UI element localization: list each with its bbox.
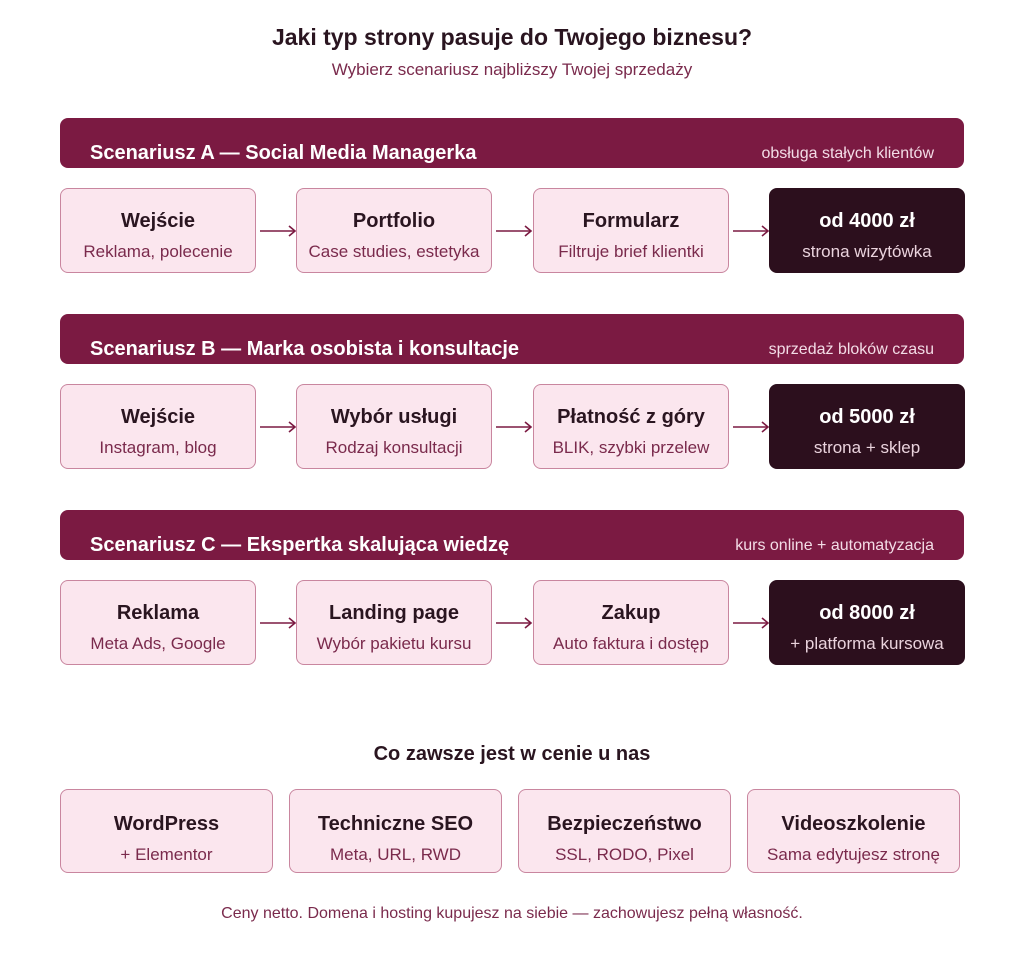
step-service-choice: Wybór usługi Rodzaj konsultacji (296, 384, 492, 469)
step-subtitle: Meta Ads, Google (90, 634, 226, 653)
scenario-header: Scenariusz A — Social Media Managerka ob… (60, 118, 964, 168)
feature-subtitle: Meta, URL, RWD (330, 845, 461, 864)
step-subtitle: Filtruje brief klientki (558, 242, 704, 261)
step-subtitle: Auto faktura i dostęp (553, 634, 709, 653)
step-subtitle: Wybór pakietu kursu (316, 634, 472, 653)
step-title: Formularz (582, 210, 680, 232)
scenario-title: Scenariusz C — Ekspertka skalująca wiedz… (90, 534, 510, 556)
step-payment: Płatność z góry BLIK, szybki przelew (533, 384, 729, 469)
step-entry: Wejście Reklama, polecenie (60, 188, 256, 273)
step-form: Formularz Filtruje brief klientki (533, 188, 729, 273)
arrow-right-icon (260, 225, 297, 237)
step-portfolio: Portfolio Case studies, estetyka (296, 188, 492, 273)
price-label: od 5000 zł (819, 406, 915, 428)
scenario-tag: kurs online + automatyzacja (735, 537, 934, 554)
step-title: Wejście (120, 406, 196, 428)
arrow-right-icon (496, 421, 533, 433)
feature-card: Techniczne SEO Meta, URL, RWD (289, 789, 502, 873)
step-title: Portfolio (352, 210, 436, 232)
step-title: Reklama (116, 602, 200, 624)
price-description: strona + sklep (813, 438, 921, 457)
scenario-title: Scenariusz A — Social Media Managerka (90, 142, 477, 164)
price-box: od 8000 zł + platforma kursowa (769, 580, 965, 665)
feature-title: Videoszkolenie (781, 813, 926, 835)
step-subtitle: BLIK, szybki przelew (552, 438, 710, 457)
arrow-right-icon (260, 421, 297, 433)
scenario-header: Scenariusz B — Marka osobista i konsulta… (60, 314, 964, 364)
price-label: od 4000 zł (819, 210, 915, 232)
arrow-right-icon (733, 617, 770, 629)
feature-card: Videoszkolenie Sama edytujesz stronę (747, 789, 960, 873)
step-subtitle: Reklama, polecenie (83, 242, 233, 261)
page-title: Jaki typ strony pasuje do Twojego biznes… (271, 24, 753, 50)
scenario-tag: sprzedaż bloków czasu (768, 341, 934, 358)
price-box: od 5000 zł strona + sklep (769, 384, 965, 469)
arrow-right-icon (260, 617, 297, 629)
scenario-header: Scenariusz C — Ekspertka skalująca wiedz… (60, 510, 964, 560)
price-description: + platforma kursowa (790, 634, 944, 653)
arrow-right-icon (733, 421, 770, 433)
feature-card: WordPress + Elementor (60, 789, 273, 873)
step-title: Wejście (120, 210, 196, 232)
feature-subtitle: Sama edytujesz stronę (767, 845, 940, 864)
feature-subtitle: SSL, RODO, Pixel (555, 845, 694, 864)
footer-note: Ceny netto. Domena i hosting kupujesz na… (221, 905, 803, 922)
price-label: od 8000 zł (819, 602, 915, 624)
step-title: Płatność z góry (557, 406, 705, 428)
step-title: Wybór usługi (330, 406, 458, 428)
feature-subtitle: + Elementor (120, 845, 213, 864)
arrow-right-icon (496, 617, 533, 629)
scenario-title: Scenariusz B — Marka osobista i konsulta… (90, 338, 520, 360)
arrow-right-icon (733, 225, 770, 237)
step-subtitle: Instagram, blog (99, 438, 217, 457)
price-description: strona wizytówka (802, 242, 932, 261)
step-ads: Reklama Meta Ads, Google (60, 580, 256, 665)
feature-card: Bezpieczeństwo SSL, RODO, Pixel (518, 789, 731, 873)
page-subtitle: Wybierz scenariusz najbliższy Twojej spr… (331, 60, 693, 79)
step-entry: Wejście Instagram, blog (60, 384, 256, 469)
step-landing-page: Landing page Wybór pakietu kursu (296, 580, 492, 665)
step-title: Zakup (601, 602, 661, 624)
price-box: od 4000 zł strona wizytówka (769, 188, 965, 273)
step-title: Landing page (329, 602, 459, 624)
included-title: Co zawsze jest w cenie u nas (373, 743, 651, 765)
step-purchase: Zakup Auto faktura i dostęp (533, 580, 729, 665)
step-subtitle: Rodzaj konsultacji (325, 438, 463, 457)
arrow-right-icon (496, 225, 533, 237)
feature-title: Techniczne SEO (317, 813, 474, 835)
step-subtitle: Case studies, estetyka (308, 242, 480, 261)
scenario-tag: obsługa stałych klientów (761, 145, 934, 162)
feature-title: WordPress (113, 813, 220, 835)
feature-title: Bezpieczeństwo (547, 813, 702, 835)
